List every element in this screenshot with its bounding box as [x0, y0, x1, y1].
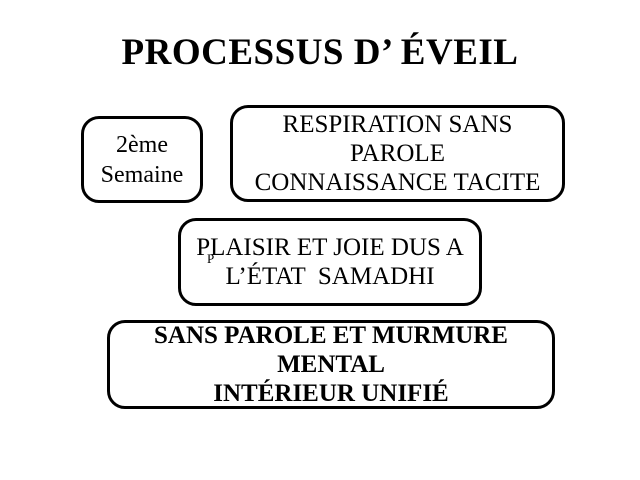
stray-p-glyph: P [207, 251, 215, 266]
box-plaisir-line-1: PLAISIR ET JOIE DUS A [196, 234, 464, 261]
box-respiration-line-3: CONNAISSANCE TACITE [254, 169, 541, 196]
box-plaisir: PLAISIR ET JOIE DUS A L’ÉTAT SAMADHI P [178, 218, 482, 306]
box-respiration: RESPIRATION SANS PAROLE CONNAISSANCE TAC… [230, 105, 565, 202]
box-week: 2ème Semaine [81, 116, 203, 203]
box-unified-line-3: INTÉRIEUR UNIFIÉ [213, 380, 449, 407]
box-respiration-line-2: PAROLE [350, 140, 445, 167]
box-unified-line-2: MENTAL [277, 351, 385, 378]
box-week-line-2: Semaine [100, 161, 184, 188]
box-unified-line-1: SANS PAROLE ET MURMURE [154, 322, 508, 349]
box-unified: SANS PAROLE ET MURMURE MENTAL INTÉRIEUR … [107, 320, 555, 409]
slide-title: PROCESSUS D’ ÉVEIL [121, 32, 519, 73]
box-plaisir-line-2: L’ÉTAT SAMADHI [225, 263, 435, 290]
box-week-line-1: 2ème [116, 131, 168, 158]
box-respiration-line-1: RESPIRATION SANS [282, 111, 513, 138]
